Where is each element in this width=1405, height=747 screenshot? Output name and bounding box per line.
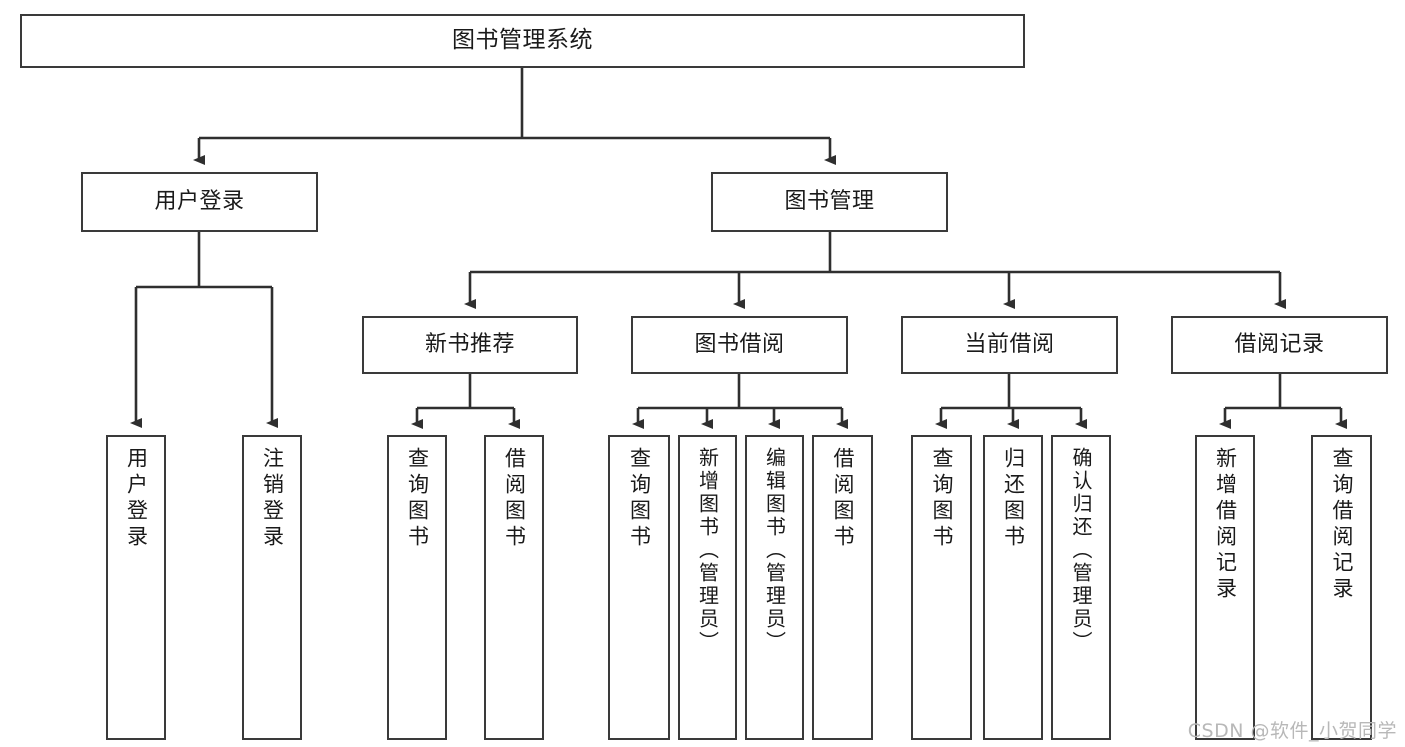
node-leaf-edit-book[interactable]: 编辑图书（管理员） — [745, 435, 804, 740]
node-new-book-recommend-label: 新书推荐 — [424, 331, 515, 357]
node-leaf-confirm-return-label: 确认归还（管理员） — [1069, 447, 1093, 654]
node-leaf-borrow-book-2[interactable]: 借阅图书 — [812, 435, 873, 740]
node-user-login-label: 用户登录 — [154, 188, 245, 214]
node-leaf-query-book-1[interactable]: 查询图书 — [387, 435, 447, 740]
node-leaf-borrow-book-2-label: 借阅图书 — [831, 447, 855, 551]
node-new-book-recommend[interactable]: 新书推荐 — [362, 316, 578, 374]
node-leaf-query-book-3-label: 查询图书 — [930, 447, 954, 551]
node-leaf-add-record[interactable]: 新增借阅记录 — [1195, 435, 1255, 740]
node-leaf-add-book[interactable]: 新增图书（管理员） — [678, 435, 737, 740]
node-leaf-return-book-label: 归还图书 — [1001, 447, 1026, 551]
node-book-borrow[interactable]: 图书借阅 — [631, 316, 848, 374]
node-leaf-query-book-2-label: 查询图书 — [627, 447, 652, 551]
node-leaf-query-book-1-label: 查询图书 — [405, 447, 430, 551]
node-leaf-borrow-book-1-label: 借阅图书 — [502, 447, 527, 551]
node-leaf-user-logout[interactable]: 注销登录 — [242, 435, 302, 740]
watermark: CSDN @软件_小贺同学 — [1187, 720, 1397, 742]
node-book-manage[interactable]: 图书管理 — [711, 172, 948, 232]
node-leaf-user-logout-label: 注销登录 — [260, 447, 285, 551]
node-leaf-add-record-label: 新增借阅记录 — [1213, 447, 1238, 603]
node-leaf-user-login-label: 用户登录 — [124, 447, 149, 551]
node-root[interactable]: 图书管理系统 — [20, 14, 1025, 68]
node-leaf-borrow-book-1[interactable]: 借阅图书 — [484, 435, 544, 740]
node-leaf-query-book-2[interactable]: 查询图书 — [608, 435, 670, 740]
node-current-borrow-label: 当前借阅 — [964, 331, 1055, 357]
node-leaf-query-book-3[interactable]: 查询图书 — [911, 435, 972, 740]
node-borrow-record[interactable]: 借阅记录 — [1171, 316, 1388, 374]
node-leaf-query-record[interactable]: 查询借阅记录 — [1311, 435, 1372, 740]
node-current-borrow[interactable]: 当前借阅 — [901, 316, 1118, 374]
node-leaf-query-record-label: 查询借阅记录 — [1330, 447, 1354, 603]
node-book-borrow-label: 图书借阅 — [694, 331, 785, 357]
node-root-label: 图书管理系统 — [452, 27, 593, 54]
node-book-manage-label: 图书管理 — [784, 188, 875, 214]
node-borrow-record-label: 借阅记录 — [1234, 331, 1325, 357]
node-leaf-add-book-label: 新增图书（管理员） — [695, 447, 720, 654]
node-leaf-return-book[interactable]: 归还图书 — [983, 435, 1043, 740]
node-leaf-edit-book-label: 编辑图书（管理员） — [762, 447, 787, 654]
node-user-login[interactable]: 用户登录 — [81, 172, 318, 232]
node-leaf-user-login[interactable]: 用户登录 — [106, 435, 166, 740]
node-leaf-confirm-return[interactable]: 确认归还（管理员） — [1051, 435, 1111, 740]
